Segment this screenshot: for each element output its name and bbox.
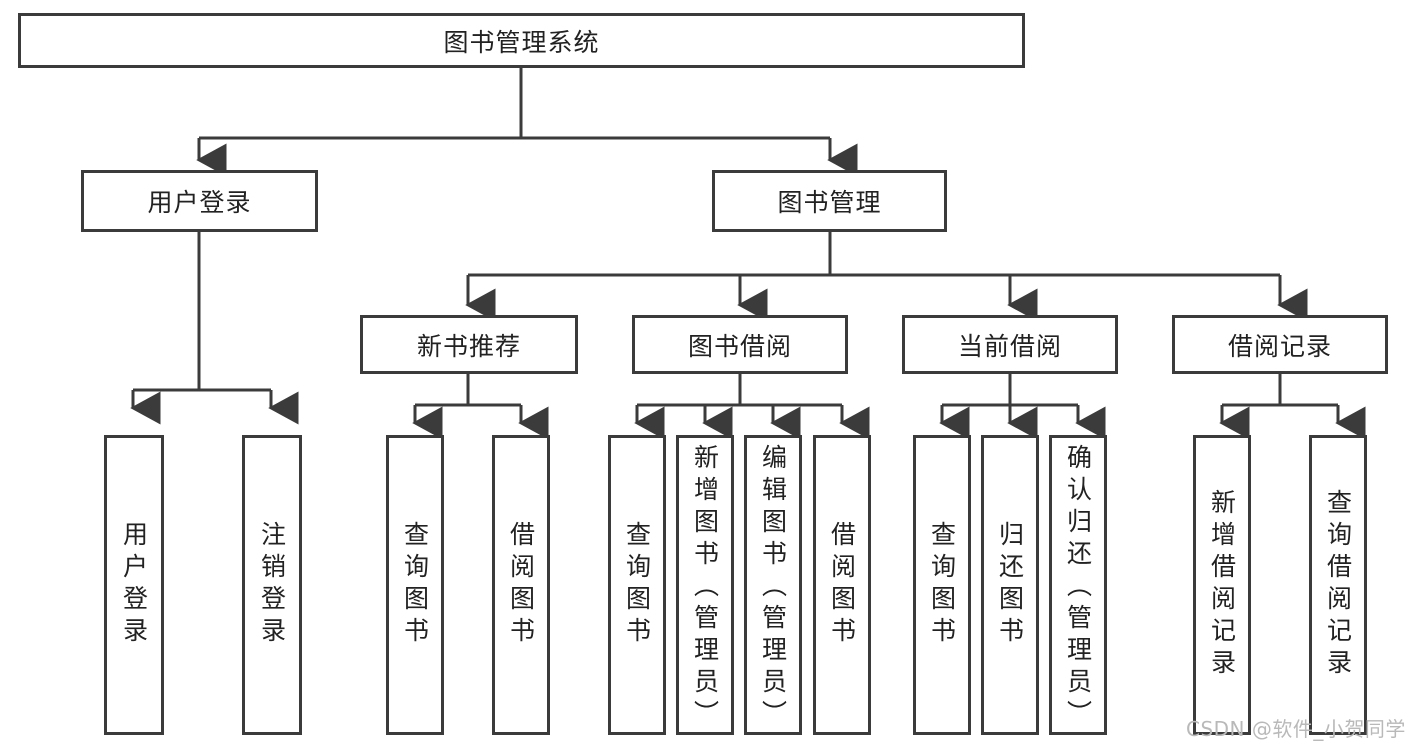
node-label: 图书管理 xyxy=(777,188,882,217)
node-leaf-query-book-3[interactable]: 查询图书 xyxy=(913,435,971,735)
node-label: 新增图书（管理员） xyxy=(690,444,720,732)
node-leaf-add-book-admin[interactable]: 新增图书（管理员） xyxy=(676,435,734,735)
node-leaf-borrow-book-1[interactable]: 借阅图书 xyxy=(492,435,550,735)
node-leaf-user-login[interactable]: 用户登录 xyxy=(104,435,164,735)
node-label: 借阅图书 xyxy=(506,521,536,649)
node-borrow-record[interactable]: 借阅记录 xyxy=(1172,315,1388,374)
node-leaf-query-book-2[interactable]: 查询图书 xyxy=(608,435,666,735)
csdn-watermark: CSDN @软件_小贺同学 xyxy=(1186,717,1405,741)
node-label: 用户登录 xyxy=(119,521,149,649)
node-label: 图书管理系统 xyxy=(443,27,600,57)
node-label: 确认归还（管理员） xyxy=(1063,444,1093,732)
node-book-borrow[interactable]: 图书借阅 xyxy=(632,315,848,374)
node-label: 查询图书 xyxy=(927,521,957,649)
node-label: 查询图书 xyxy=(622,521,652,649)
node-user-login[interactable]: 用户登录 xyxy=(81,170,318,232)
node-label: 用户登录 xyxy=(147,188,252,217)
node-leaf-return-book[interactable]: 归还图书 xyxy=(981,435,1039,735)
node-label: 借阅记录 xyxy=(1227,331,1332,361)
node-label: 当前借阅 xyxy=(957,331,1062,361)
node-label: 图书借阅 xyxy=(687,331,792,361)
node-label: 归还图书 xyxy=(995,521,1025,649)
node-book-management[interactable]: 图书管理 xyxy=(712,170,947,232)
node-label: 新书推荐 xyxy=(416,331,521,361)
node-leaf-query-borrow-record[interactable]: 查询借阅记录 xyxy=(1309,435,1367,735)
node-leaf-query-book-1[interactable]: 查询图书 xyxy=(386,435,444,735)
node-leaf-confirm-return-admin[interactable]: 确认归还（管理员） xyxy=(1049,435,1107,735)
node-leaf-edit-book-admin[interactable]: 编辑图书（管理员） xyxy=(744,435,802,735)
node-label: 编辑图书（管理员） xyxy=(758,444,788,732)
node-leaf-logout-login[interactable]: 注销登录 xyxy=(242,435,302,735)
node-leaf-add-borrow-record[interactable]: 新增借阅记录 xyxy=(1193,435,1251,735)
node-root-book-management-system[interactable]: 图书管理系统 xyxy=(18,13,1025,68)
node-label: 注销登录 xyxy=(257,521,287,649)
node-new-book-recommend[interactable]: 新书推荐 xyxy=(360,315,578,374)
node-label: 查询图书 xyxy=(400,521,430,649)
node-label: 借阅图书 xyxy=(827,521,857,649)
node-label: 查询借阅记录 xyxy=(1323,489,1353,681)
node-label: 新增借阅记录 xyxy=(1207,489,1237,681)
node-current-borrow[interactable]: 当前借阅 xyxy=(902,315,1118,374)
node-leaf-borrow-book-2[interactable]: 借阅图书 xyxy=(813,435,871,735)
